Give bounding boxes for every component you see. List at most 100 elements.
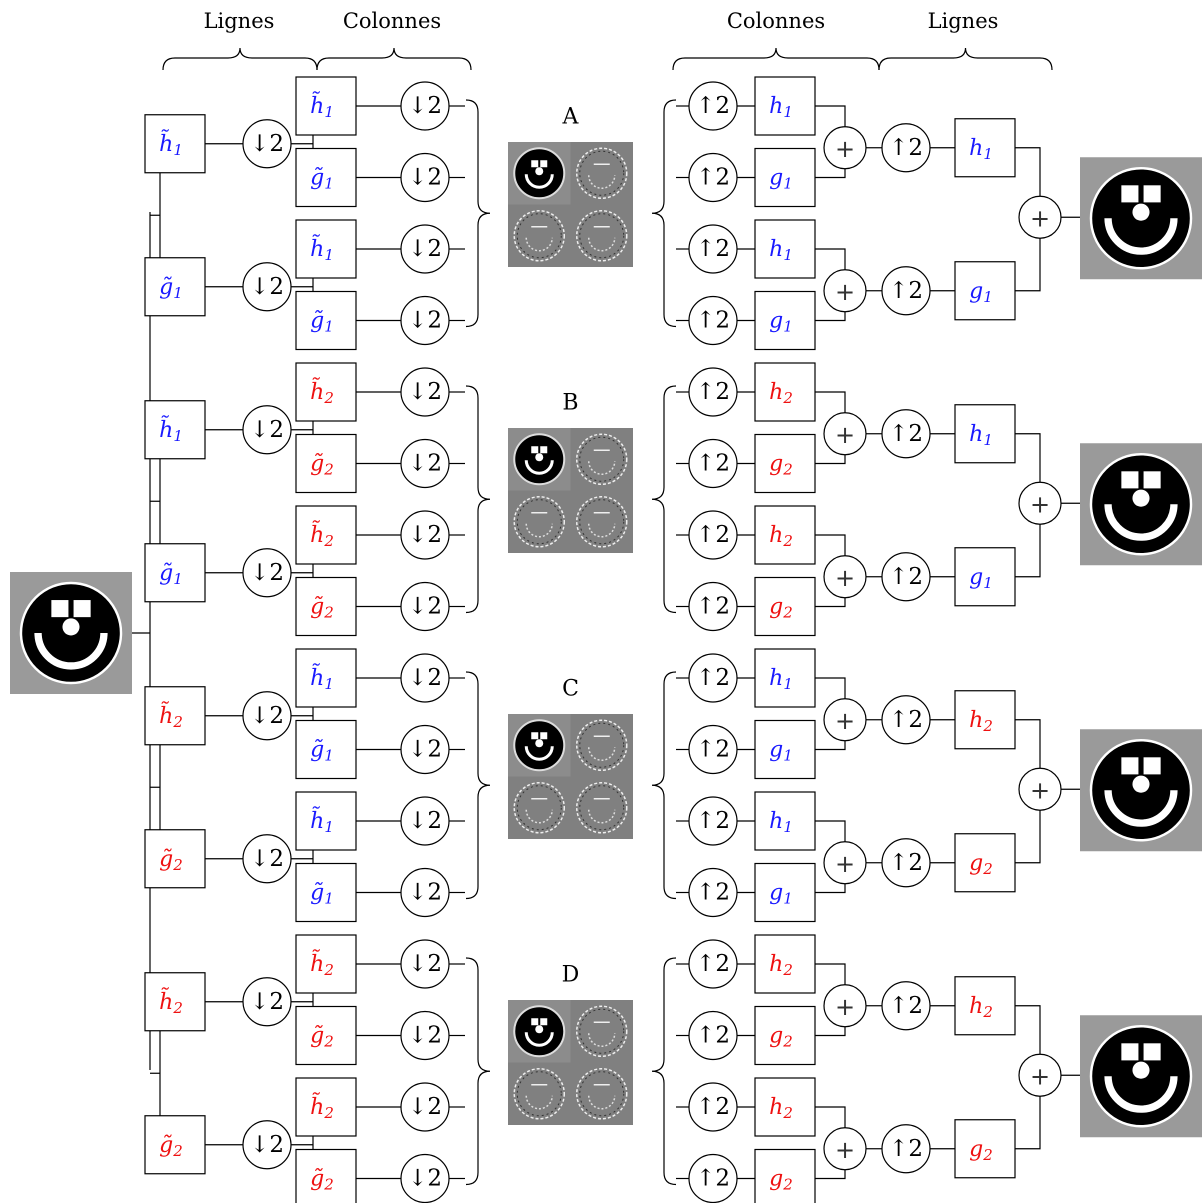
smile (34, 632, 108, 670)
operator-label: ↑2 (889, 1136, 923, 1162)
filter-index: 2 (172, 999, 183, 1017)
detail-ring (579, 722, 625, 768)
approx-smile (524, 174, 554, 189)
filter-symbol: h (769, 237, 783, 262)
operator-circle (400, 724, 450, 775)
detail-ring (576, 210, 628, 262)
upsample-node: ↑2 (881, 409, 931, 459)
detail-smile (525, 237, 553, 252)
filter-symbol: h̃ (159, 701, 173, 728)
brace-analysis-output (465, 385, 491, 614)
filter-label: h̃2 (310, 950, 334, 979)
smile (1104, 790, 1178, 827)
downsample-node: ↓2 (400, 1153, 450, 1203)
filter-symbol: g (769, 451, 783, 476)
filter-symbol: g̃ (310, 737, 324, 762)
operator-circle (688, 653, 738, 703)
filter-label: g̃1 (310, 737, 334, 765)
filter-symbol: h̃ (310, 92, 324, 119)
filter-symbol: h (769, 666, 783, 691)
synthesis-column-filter: g2 (754, 576, 816, 637)
approx-eye (540, 446, 548, 454)
wire (815, 311, 846, 322)
detail-ring (516, 213, 562, 259)
downsample-node: ↓2 (400, 1010, 450, 1061)
operator-circle (881, 123, 931, 173)
filter-box (754, 1005, 816, 1066)
filter-label: h̃2 (159, 987, 183, 1016)
filter-symbol: h (769, 94, 783, 119)
braces (162, 47, 1053, 1186)
synthesis-column-filter: g1 (754, 719, 816, 780)
operator-label: ↑2 (889, 135, 923, 161)
operator-label: ↑2 (696, 665, 730, 691)
filter-label: g2 (969, 850, 993, 878)
filter-index: 1 (983, 288, 993, 306)
operator-label: ↓2 (408, 451, 442, 477)
analysis-row-filter: g̃1 (144, 257, 206, 317)
detail-ring (579, 1008, 625, 1054)
filter-box (954, 833, 1016, 893)
filter-index: 1 (173, 141, 183, 159)
wire (1015, 1005, 1041, 1055)
filter-box (295, 290, 357, 351)
filter-box (954, 261, 1016, 321)
analysis-column-filter: h̃1 (295, 648, 357, 708)
filter-label: h1 (769, 809, 793, 837)
analysis-column-filter: g̃2 (295, 433, 357, 494)
sum-circle (823, 698, 867, 742)
smile (1104, 504, 1178, 541)
operator-label: ↓2 (250, 560, 284, 586)
operator-circle (242, 262, 292, 312)
operator-label: ↑2 (696, 1094, 730, 1120)
detail-ring (576, 496, 628, 548)
upsample-node: ↑2 (881, 838, 931, 888)
filter-box (295, 505, 357, 565)
wire (815, 391, 846, 413)
filter-box (754, 505, 816, 565)
plus-icon: + (835, 135, 855, 163)
detail-ring (516, 499, 562, 545)
sum-node: + (823, 1127, 867, 1171)
analysis-column-filter: g̃1 (295, 147, 357, 208)
filter-label: g2 (769, 1166, 793, 1194)
filter-symbol: g̃ (159, 560, 173, 585)
filter-index: 1 (324, 318, 334, 336)
filter-index: 1 (783, 103, 793, 121)
wire (815, 1169, 846, 1180)
operator-circle (400, 81, 450, 131)
filter-symbol: g (969, 850, 983, 875)
filter-label: h1 (769, 666, 793, 694)
coefficient-image-a (508, 142, 633, 267)
filter-symbol: g̃ (310, 451, 324, 476)
filter-box (295, 362, 357, 422)
upsample-node: ↑2 (881, 266, 931, 316)
operator-label: ↑2 (696, 165, 730, 191)
approx-nose (535, 167, 544, 176)
wire (1015, 810, 1041, 864)
synthesis-column-filter: g2 (754, 1005, 816, 1066)
filter-label: h̃1 (310, 235, 334, 264)
plus-icon: + (835, 1136, 855, 1164)
operator-label: ↑2 (889, 564, 923, 590)
upsample-node: ↑2 (688, 653, 738, 703)
operator-circle (881, 1124, 931, 1174)
wire (1015, 433, 1041, 483)
operator-label: ↓2 (408, 951, 442, 977)
approx-smile (524, 1032, 554, 1047)
filter-label: h̃2 (310, 378, 334, 407)
synthesis-column-filter: g1 (754, 862, 816, 923)
operator-label: ↑2 (696, 737, 730, 763)
input-image (10, 572, 132, 694)
operator-label: ↑2 (889, 993, 923, 1019)
synthesis-column-filter: h1 (754, 219, 816, 279)
right-eye (1143, 757, 1161, 775)
filter-index: 2 (172, 856, 183, 874)
filter-symbol: g (769, 1023, 783, 1048)
analysis-row-filter: h̃1 (144, 114, 206, 174)
synthesis-row-filter: h2 (954, 690, 1016, 750)
filter-symbol: h (969, 993, 983, 1018)
filter-label: g1 (769, 165, 793, 193)
filter-label: h1 (769, 237, 793, 265)
filter-box (295, 433, 357, 494)
